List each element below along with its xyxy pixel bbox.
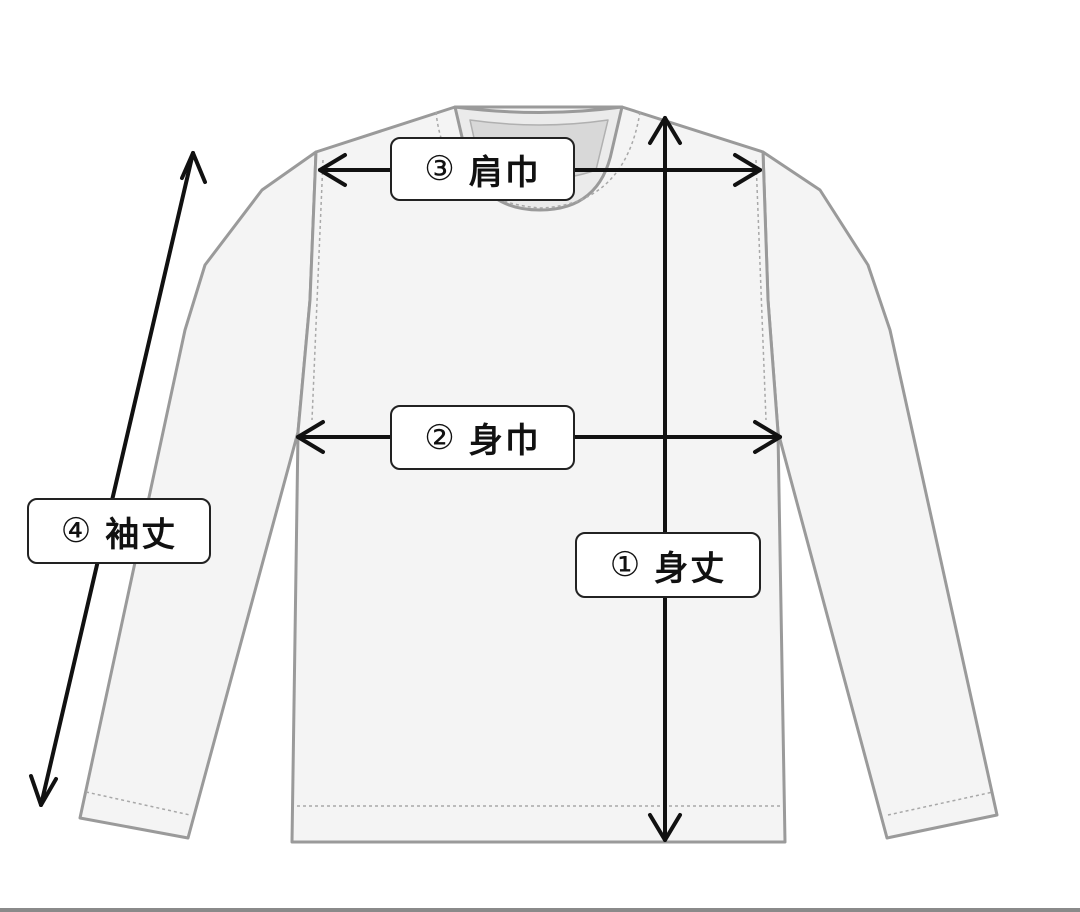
bottom-divider xyxy=(0,908,1080,912)
body-width-label: ② 身巾 xyxy=(390,405,575,470)
right-sleeve xyxy=(761,150,999,840)
label-number: ② xyxy=(424,417,457,458)
body-length-label: ① 身丈 xyxy=(575,532,761,598)
long-sleeve-shirt xyxy=(78,105,999,844)
label-number: ④ xyxy=(60,511,94,551)
stitching xyxy=(85,111,994,816)
label-text: 身巾 xyxy=(468,421,541,461)
body-length-arrow xyxy=(648,116,682,842)
label-text: 身丈 xyxy=(654,548,727,589)
label-number: ③ xyxy=(424,149,457,189)
sleeve-length-arrow xyxy=(29,151,207,807)
shoulder-width-label: ③ 肩巾 xyxy=(390,137,575,201)
label-text: 袖丈 xyxy=(105,514,178,555)
label-number: ① xyxy=(609,545,643,585)
sleeve-length-label: ④ 袖丈 xyxy=(27,498,211,564)
label-text: 肩巾 xyxy=(468,152,541,193)
left-sleeve xyxy=(78,150,318,840)
shirt-body xyxy=(290,105,787,844)
